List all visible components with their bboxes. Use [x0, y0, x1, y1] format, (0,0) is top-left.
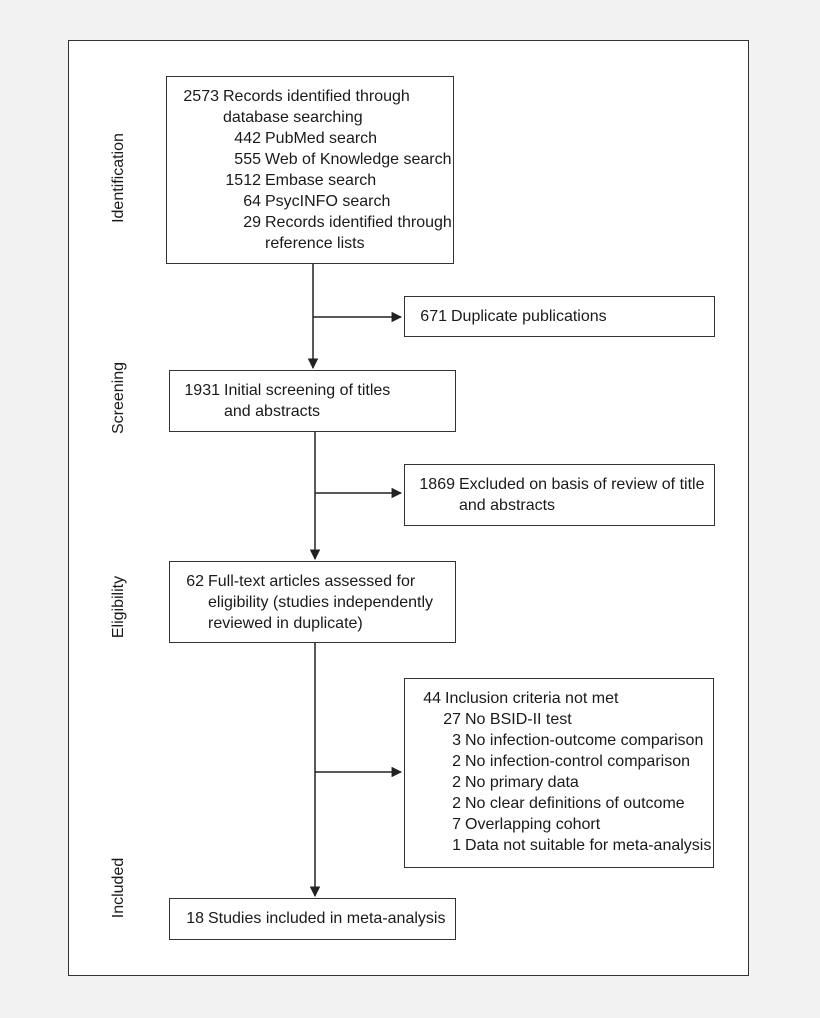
line-text: Embase search: [265, 172, 377, 189]
line-text: reviewed in duplicate): [208, 615, 363, 632]
line-text: Excluded on basis of review of title: [459, 476, 705, 493]
screened-line: and abstracts: [176, 401, 449, 422]
line-text: No primary data: [465, 774, 579, 791]
excluded-screening-line: and abstracts: [411, 495, 708, 516]
line-text: No clear definitions of outcome: [465, 795, 685, 812]
count-value: 2573: [183, 88, 219, 105]
count-value: 555: [234, 151, 261, 168]
count-value: 2: [452, 795, 461, 812]
identified-line: database searching: [173, 107, 447, 128]
count-value: 29: [243, 214, 261, 231]
count-value: 27: [443, 711, 461, 728]
line-text: Initial screening of titles: [224, 382, 391, 399]
count-value: 18: [186, 910, 204, 927]
count-value: 1: [452, 837, 461, 854]
count-value: 64: [243, 193, 261, 210]
count-value: 2: [452, 774, 461, 791]
identified-line: reference lists: [173, 233, 447, 254]
line-text: reference lists: [265, 235, 365, 252]
count-value: 62: [186, 573, 204, 590]
line-text: PubMed search: [265, 130, 378, 147]
line-text: Data not suitable for meta-analysis: [465, 837, 712, 854]
fulltext-line: reviewed in duplicate): [176, 613, 449, 634]
count-value: 44: [423, 690, 441, 707]
line-text: Overlapping cohort: [465, 816, 601, 833]
line-text: eligibility (studies independently: [208, 594, 434, 611]
line-text: and abstracts: [224, 403, 321, 420]
line-text: Full-text articles assessed for: [208, 573, 416, 590]
count-value: 1512: [225, 172, 261, 189]
count-value: 2: [452, 753, 461, 770]
count-value: 1931: [184, 382, 220, 399]
line-text: Duplicate publications: [451, 308, 607, 325]
line-text: Inclusion criteria not met: [445, 690, 619, 707]
line-text: No BSID-II test: [465, 711, 572, 728]
line-text: Records identified through: [265, 214, 452, 231]
line-text: No infection-outcome comparison: [465, 732, 704, 749]
count-value: 1869: [419, 476, 455, 493]
line-text: No infection-control comparison: [465, 753, 690, 770]
count-value: 671: [420, 308, 447, 325]
line-text: PsycINFO search: [265, 193, 391, 210]
line-text: Studies included in meta-analysis: [208, 910, 446, 927]
line-text: database searching: [223, 109, 363, 126]
line-text: and abstracts: [459, 497, 556, 514]
fulltext-line: eligibility (studies independently: [176, 592, 449, 613]
line-text: Records identified through: [223, 88, 410, 105]
line-text: Web of Knowledge search: [265, 151, 452, 168]
count-value: 442: [234, 130, 261, 147]
count-value: 7: [452, 816, 461, 833]
count-value: 3: [452, 732, 461, 749]
